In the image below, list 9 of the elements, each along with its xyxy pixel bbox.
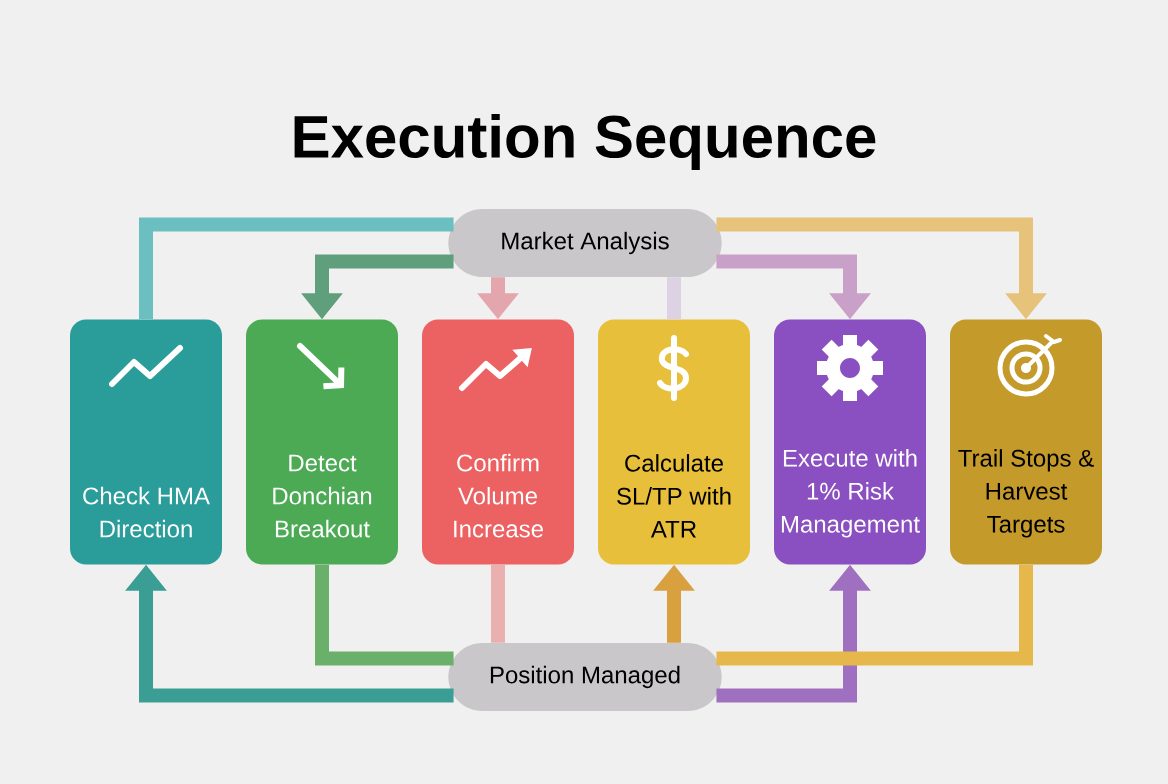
step-card: Execute with 1% Risk Management bbox=[774, 319, 926, 565]
step-card: Detect Donchian Breakout bbox=[246, 319, 398, 565]
step-card: Calculate SL/TP with ATR bbox=[598, 319, 750, 565]
rounded-label: Position Managed bbox=[448, 643, 722, 711]
step-card: Check HMA Direction bbox=[70, 319, 222, 565]
title: Execution Sequence bbox=[294, 114, 876, 170]
step-card: Trail Stops & Harvest Targets bbox=[950, 319, 1102, 565]
rounded-label: Market Analysis bbox=[448, 209, 722, 277]
step-card: Confirm Volume Increase bbox=[422, 319, 574, 565]
